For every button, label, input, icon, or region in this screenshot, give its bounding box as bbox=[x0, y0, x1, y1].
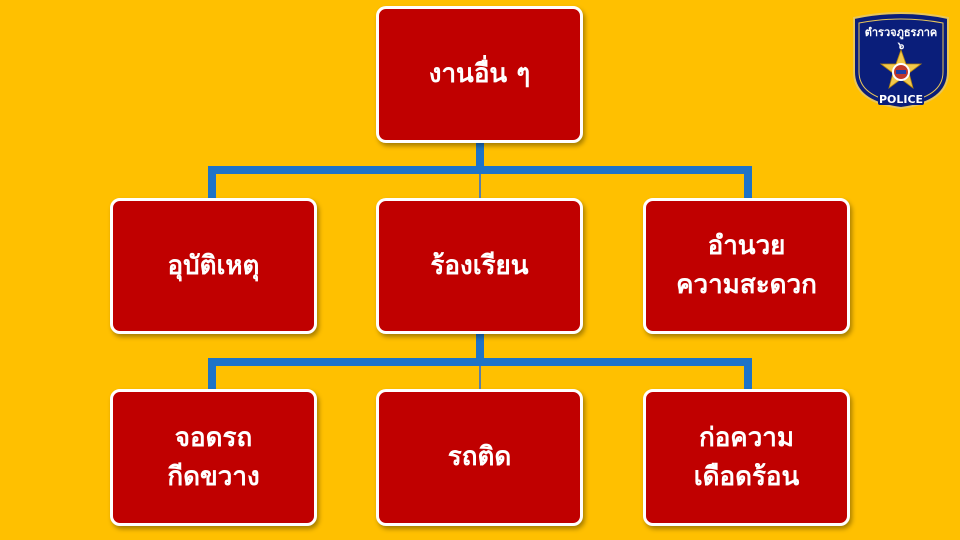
node-complaint: ร้องเรียน bbox=[376, 198, 583, 334]
node-traffic-jam: รถติด bbox=[376, 389, 583, 526]
node-nuisance: ก่อความ เดือดร้อน bbox=[643, 389, 850, 526]
node-root-line-1: งานอื่น ๆ bbox=[428, 59, 531, 89]
badge-bottom-text: POLICE bbox=[879, 93, 923, 106]
node-accident-line-1: อุบัติเหตุ bbox=[167, 250, 260, 281]
badge-star-emblem bbox=[879, 48, 923, 90]
node-nuisance-line-2: เดือดร้อน bbox=[693, 461, 800, 492]
node-convenience-line-2: ความสะดวก bbox=[676, 270, 817, 300]
node-obstructive-parking: จอดรถ กีดขวาง bbox=[110, 389, 317, 526]
node-obstructive-parking-line-1: จอดรถ bbox=[174, 422, 253, 453]
node-root: งานอื่น ๆ bbox=[376, 6, 583, 143]
node-obstructive-parking-line-2: กีดขวาง bbox=[167, 461, 260, 492]
node-accident: อุบัติเหตุ bbox=[110, 198, 317, 334]
badge-top-text: ตำรวจภูธรภาค bbox=[865, 26, 938, 40]
node-complaint-line-1: ร้องเรียน bbox=[430, 250, 529, 281]
node-convenience: อำนวย ความสะดวก bbox=[643, 198, 850, 334]
node-convenience-line-1: อำนวย bbox=[707, 231, 786, 261]
police-badge-logo: ตำรวจภูธรภาค ๖ POLICE bbox=[853, 12, 949, 110]
node-nuisance-line-1: ก่อความ bbox=[698, 422, 795, 453]
node-traffic-jam-line-1: รถติด bbox=[447, 442, 512, 472]
badge-number: ๖ bbox=[897, 41, 905, 52]
